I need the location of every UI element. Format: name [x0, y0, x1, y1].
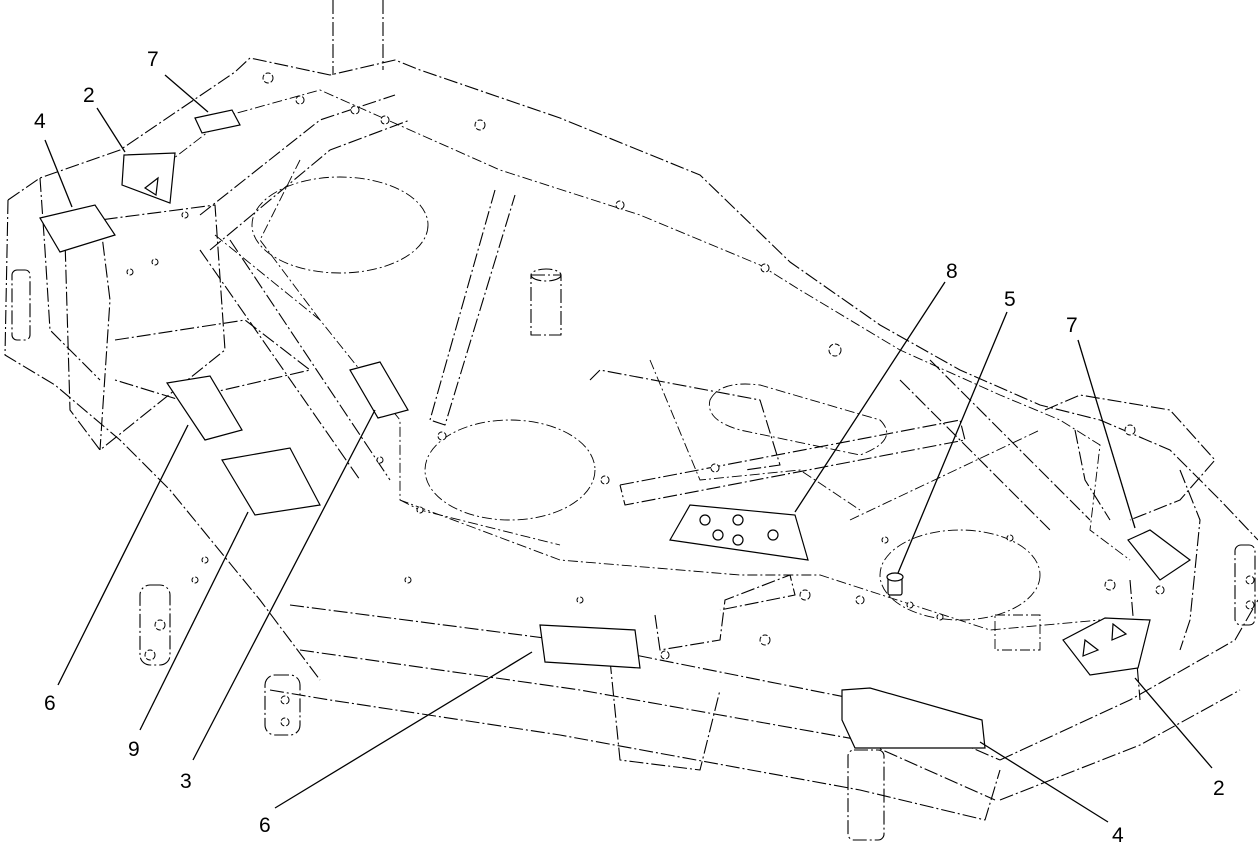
decal-item-8-hole-4	[732, 534, 744, 546]
leader-c10	[274, 651, 533, 809]
decal-item-2-left-arrow	[143, 176, 159, 197]
decal-item-7-right	[1127, 529, 1192, 581]
decal-item-4-front	[841, 687, 986, 749]
leader-c3	[44, 139, 73, 208]
decal-item-3	[221, 447, 321, 516]
callout-c7: 6	[44, 692, 56, 715]
leader-c4	[794, 281, 946, 513]
mounting-holes	[126, 72, 1255, 727]
decal-item-2-right-arrow-2	[1111, 622, 1128, 641]
leader-c8	[139, 511, 249, 731]
callout-c9: 3	[180, 770, 192, 793]
decal-item-7-left	[194, 109, 241, 134]
leader-c7	[57, 424, 189, 686]
mower-deck-body	[4, 0, 1258, 841]
callout-c1: 7	[147, 48, 159, 71]
decal-item-6-left	[349, 361, 409, 419]
leader-c5	[897, 311, 1008, 574]
callout-c3: 4	[34, 110, 46, 133]
callout-c5: 5	[1004, 288, 1016, 311]
leader-c2	[96, 107, 126, 153]
callout-c12: 2	[1213, 777, 1225, 800]
decal-item-8-hole-2	[732, 514, 744, 526]
leader-c11	[979, 741, 1109, 823]
decal-item-6-front	[539, 624, 641, 669]
callout-labels: 7 2 4 8 5 7 6 9 3 6 4 2	[34, 48, 1225, 847]
leader-lines	[44, 74, 1213, 823]
decal-item-2-left	[121, 152, 176, 204]
decal-item-9	[165, 375, 243, 441]
decal-item-4-left	[39, 204, 116, 253]
callout-c10: 6	[259, 814, 271, 837]
callout-c11: 4	[1112, 824, 1124, 847]
leader-c9	[192, 409, 376, 761]
decal-item-8-hole-5	[767, 529, 779, 541]
decal-item-8-plate	[669, 504, 809, 561]
decal-item-8-hole-3	[712, 529, 724, 541]
leader-c1	[164, 74, 209, 113]
callout-c2: 2	[83, 84, 95, 107]
part-item-5-fitting-cap	[886, 572, 904, 582]
callout-c4: 8	[946, 260, 958, 283]
callout-c8: 9	[128, 738, 140, 761]
decal-item-2-right-arrow-1	[1082, 638, 1100, 657]
decal-item-2-right	[1062, 617, 1151, 676]
callout-c6: 7	[1066, 314, 1078, 337]
leader-c12	[1134, 677, 1213, 769]
decals	[39, 109, 1192, 749]
decal-item-8-hole-1	[699, 514, 711, 526]
leader-c6	[1077, 339, 1136, 529]
